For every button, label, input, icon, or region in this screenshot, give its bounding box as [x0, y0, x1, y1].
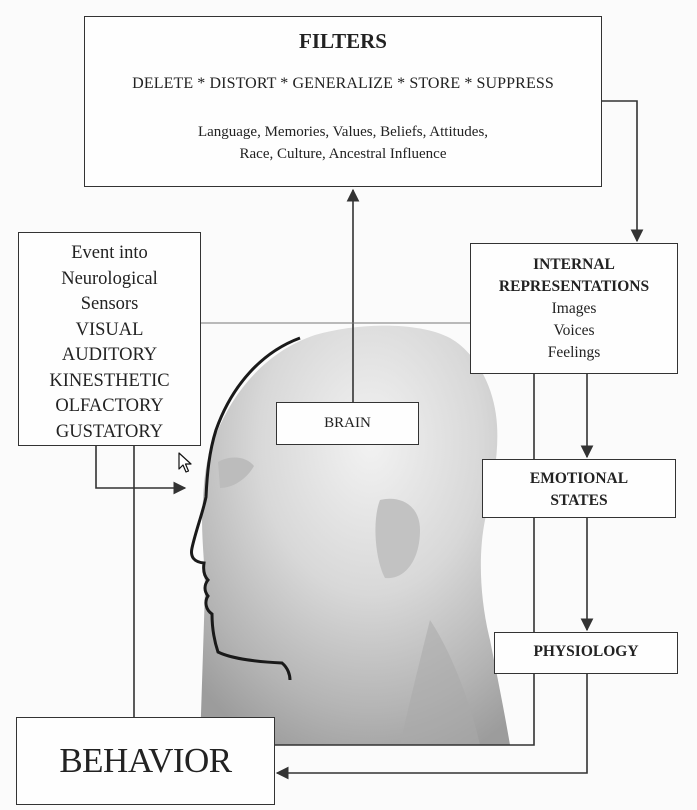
representation-feelings: Feelings — [547, 344, 601, 361]
brain-label: BRAIN — [324, 415, 371, 431]
sense-auditory: AUDITORY — [61, 345, 158, 365]
head-silhouette — [190, 325, 510, 745]
event-line: Neurological — [61, 268, 158, 289]
internal-representations-title-1: INTERNAL — [533, 256, 615, 273]
filters-operations: DELETE * DISTORT * GENERALIZE * STORE * … — [132, 75, 554, 92]
emotional-states-box: EMOTIONAL STATES — [482, 459, 676, 518]
event-sensors-box: Event into Neurological Sensors VISUAL A… — [18, 232, 201, 446]
behavior-box: BEHAVIOR — [16, 717, 275, 805]
physiology-box: PHYSIOLOGY — [494, 632, 678, 674]
filters-influences: Language, Memories, Values, Beliefs, Att… — [85, 121, 601, 165]
emotional-states-line-1: EMOTIONAL — [529, 470, 629, 487]
arrow-filters-to-internal — [602, 100, 644, 243]
event-line: Sensors — [80, 294, 139, 314]
behavior-label: BEHAVIOR — [59, 741, 232, 780]
filters-title: FILTERS — [299, 29, 387, 53]
arrow-event-to-head — [95, 446, 187, 495]
sense-kinesthetic: KINESTHETIC — [49, 370, 170, 391]
filters-box: FILTERS DELETE * DISTORT * GENERALIZE * … — [84, 16, 602, 187]
sense-visual: VISUAL — [75, 319, 144, 340]
physiology-label: PHYSIOLOGY — [533, 643, 639, 660]
filters-influences-line-1: Language, Memories, Values, Beliefs, Att… — [197, 124, 489, 140]
filters-influences-line-2: Race, Culture, Ancestral Influence — [239, 146, 447, 162]
eye-shadow — [218, 457, 254, 488]
arrow-physiology-to-behavior — [275, 674, 588, 780]
representation-images: Images — [551, 300, 597, 317]
brain-box: BRAIN — [276, 402, 419, 445]
internal-representations-title-2: REPRESENTATIONS — [498, 278, 650, 295]
mouse-cursor-icon — [178, 452, 192, 473]
neck-shadow — [400, 620, 480, 745]
face-outline — [190, 336, 301, 681]
head-shape — [200, 325, 510, 745]
sense-gustatory: GUSTATORY — [55, 421, 164, 442]
event-line: Event into — [71, 243, 148, 263]
ear-shape — [375, 498, 420, 579]
sense-olfactory: OLFACTORY — [55, 396, 164, 416]
representation-voices: Voices — [553, 322, 595, 339]
emotional-states-line-2: STATES — [550, 492, 608, 509]
internal-representations-box: INTERNAL REPRESENTATIONS Images Voices F… — [470, 243, 678, 374]
